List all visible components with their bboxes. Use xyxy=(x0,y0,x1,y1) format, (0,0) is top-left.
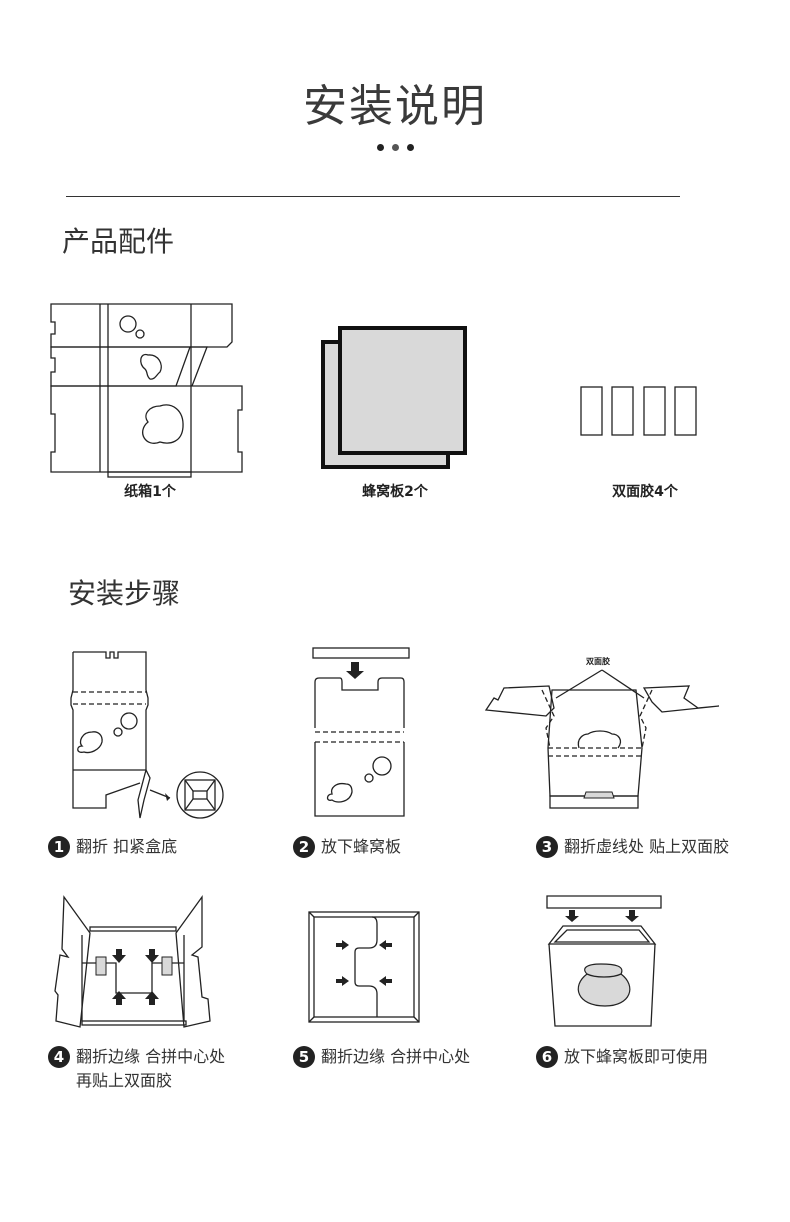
steps-section-title: 安装步骤 xyxy=(68,577,181,610)
step-number-badge: 3 xyxy=(536,836,558,858)
honeycomb-board-icon xyxy=(321,326,467,469)
part-label-tape: 双面胶4个 xyxy=(612,484,678,500)
step1-fold-bottom-diagram xyxy=(70,651,224,819)
step-text: 翻折 扣紧盒底 xyxy=(76,837,178,856)
step6-finished-box-diagram xyxy=(546,895,662,1027)
step-6-caption: 6 放下蜂窝板即可使用 xyxy=(536,1045,708,1069)
step3-fold-tape-diagram xyxy=(484,669,720,809)
title-dots-decoration xyxy=(0,144,790,151)
step-text: 翻折虚线处 贴上双面胶 xyxy=(564,837,730,856)
step-number-badge: 2 xyxy=(293,836,315,858)
step-number-badge: 4 xyxy=(48,1046,70,1068)
step-text: 翻折边缘 合拼中心处 xyxy=(321,1047,471,1066)
step-number-badge: 5 xyxy=(293,1046,315,1068)
dot xyxy=(406,144,414,151)
part-label-carton: 纸箱1个 xyxy=(124,484,176,500)
tape-annotation: 双面胶 xyxy=(586,657,610,666)
step-3-caption: 3 翻折虚线处 贴上双面胶 xyxy=(536,835,729,859)
step5-join-center-diagram xyxy=(308,911,420,1023)
step-text: 再贴上双面胶 xyxy=(76,1071,173,1090)
page-title: 安装说明 xyxy=(303,81,487,132)
step-2-caption: 2 放下蜂窝板 xyxy=(293,835,401,859)
step-text: 放下蜂窝板即可使用 xyxy=(564,1047,709,1066)
step-5-caption: 5 翻折边缘 合拼中心处 xyxy=(293,1045,470,1069)
parts-section-title: 产品配件 xyxy=(62,225,175,258)
step-text: 翻折边缘 合拼中心处 xyxy=(76,1047,226,1066)
dot xyxy=(391,144,399,151)
part-label-honeycomb: 蜂窝板2个 xyxy=(362,484,428,500)
step2-place-board-diagram xyxy=(312,647,410,817)
step4-fold-edges-diagram xyxy=(54,894,211,1028)
step-number-badge: 6 xyxy=(536,1046,558,1068)
double-sided-tape-icon xyxy=(580,386,697,436)
step-1-caption: 1 翻折 扣紧盒底 xyxy=(48,835,177,859)
step-number-badge: 1 xyxy=(48,836,70,858)
carton-flat-icon xyxy=(50,303,243,478)
step-text: 放下蜂窝板 xyxy=(321,837,402,856)
step-4-caption-line2: 再贴上双面胶 xyxy=(76,1069,172,1093)
divider xyxy=(66,196,680,197)
step-4-caption: 4 翻折边缘 合拼中心处 xyxy=(48,1045,268,1069)
dot xyxy=(376,144,384,151)
